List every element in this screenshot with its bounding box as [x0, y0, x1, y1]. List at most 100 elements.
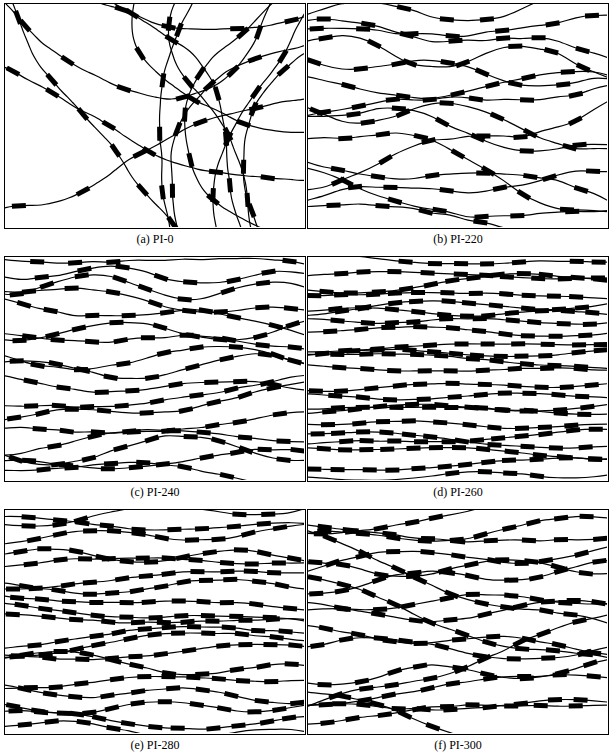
rigid-segment: [385, 468, 399, 473]
rigid-segment: [554, 566, 569, 575]
rigid-segment: [386, 549, 400, 554]
rigid-segment: [238, 642, 252, 647]
rigid-segment: [76, 107, 89, 121]
rigid-segment: [182, 647, 197, 654]
polymer-chain: [5, 294, 304, 336]
rigid-segment: [76, 186, 91, 197]
rigid-segment: [101, 466, 115, 471]
polymer-chain: [5, 320, 304, 340]
rigid-segment: [382, 531, 397, 538]
rigid-segment: [477, 610, 492, 618]
rigid-segment: [272, 560, 286, 565]
rigid-segment: [30, 362, 45, 369]
rigid-segment: [435, 642, 450, 650]
rigid-segment: [311, 431, 325, 436]
rigid-segment: [252, 578, 266, 585]
rigid-segment: [241, 160, 246, 174]
polymer-chain: [308, 154, 607, 203]
rigid-segment: [227, 178, 233, 192]
rigid-segment: [32, 426, 46, 432]
rigid-segment: [48, 360, 63, 368]
rigid-segment: [75, 657, 89, 663]
rigid-segment: [414, 439, 428, 444]
rigid-segment: [184, 434, 198, 439]
rigid-segment: [580, 514, 594, 519]
rigid-segment: [23, 377, 38, 385]
rigid-segment: [444, 405, 458, 410]
rigid-segment: [446, 325, 460, 331]
rigid-segment: [508, 44, 522, 49]
rigid-segment: [328, 393, 342, 399]
rigid-segment: [190, 569, 204, 574]
rigid-segment: [185, 363, 200, 371]
rigid-segment: [319, 625, 334, 633]
rigid-segment: [82, 455, 97, 463]
rigid-segment: [317, 446, 331, 452]
polymer-chain: [308, 421, 607, 429]
rigid-segment: [486, 634, 500, 640]
rigid-segment: [484, 538, 498, 544]
rigid-segment: [421, 536, 435, 541]
rigid-segment: [411, 290, 425, 295]
rigid-segment: [253, 332, 268, 340]
rigid-segment: [405, 402, 419, 407]
rigid-segment: [554, 410, 568, 416]
rigid-segment: [27, 536, 42, 544]
rigid-segment: [308, 293, 321, 298]
rigid-segment: [321, 422, 335, 427]
rigid-segment: [588, 457, 602, 462]
rigid-segment: [95, 389, 109, 395]
polymer-chain: [5, 275, 304, 300]
rigid-segment: [517, 189, 532, 201]
rigid-segment: [144, 435, 159, 444]
rigid-segment: [157, 127, 162, 141]
rigid-segment: [364, 385, 378, 391]
rigid-segment: [196, 429, 210, 435]
rigid-segment: [446, 381, 460, 386]
polymer-chain: [308, 164, 607, 217]
rigid-segment: [72, 325, 87, 333]
rigid-segment: [498, 331, 513, 338]
rigid-segment: [589, 427, 603, 432]
rigid-segment: [545, 20, 560, 27]
rigid-segment: [38, 606, 53, 613]
rigid-segment: [287, 555, 302, 562]
polymer-chain: [308, 560, 607, 594]
rigid-segment: [360, 438, 374, 443]
polymer-chain: [308, 97, 607, 149]
rigid-segment: [356, 405, 370, 410]
polymer-chain: [308, 688, 607, 733]
rigid-segment: [570, 275, 584, 281]
rigid-segment: [166, 216, 178, 227]
rigid-segment: [113, 337, 128, 344]
rigid-segment: [202, 549, 217, 556]
rigid-segment: [308, 574, 322, 581]
rigid-segment: [578, 333, 592, 339]
rigid-segment: [334, 292, 348, 298]
rigid-segment: [515, 426, 529, 432]
rigid-segment: [105, 590, 119, 596]
rigid-segment: [275, 582, 290, 590]
rigid-segment: [199, 453, 214, 460]
rigid-segment: [574, 185, 589, 194]
rigid-segment: [585, 310, 599, 316]
rigid-segment: [356, 394, 370, 400]
polymer-chain: [308, 108, 607, 151]
rigid-segment: [405, 519, 420, 526]
rigid-segment: [413, 324, 427, 329]
polymer-chain: [81, 4, 242, 227]
rigid-segment: [204, 380, 218, 385]
rigid-segment: [577, 649, 592, 657]
rigid-segment: [588, 456, 602, 462]
rigid-segment: [323, 329, 337, 335]
rigid-segment: [341, 82, 356, 90]
rigid-segment: [266, 384, 281, 392]
rigid-segment: [429, 514, 444, 522]
rigid-segment: [575, 304, 589, 310]
rigid-segment: [504, 703, 518, 708]
rigid-segment: [452, 445, 466, 450]
rigid-segment: [451, 552, 466, 559]
rigid-segment: [417, 397, 431, 402]
rigid-segment: [290, 447, 304, 454]
rigid-segment: [122, 313, 136, 318]
